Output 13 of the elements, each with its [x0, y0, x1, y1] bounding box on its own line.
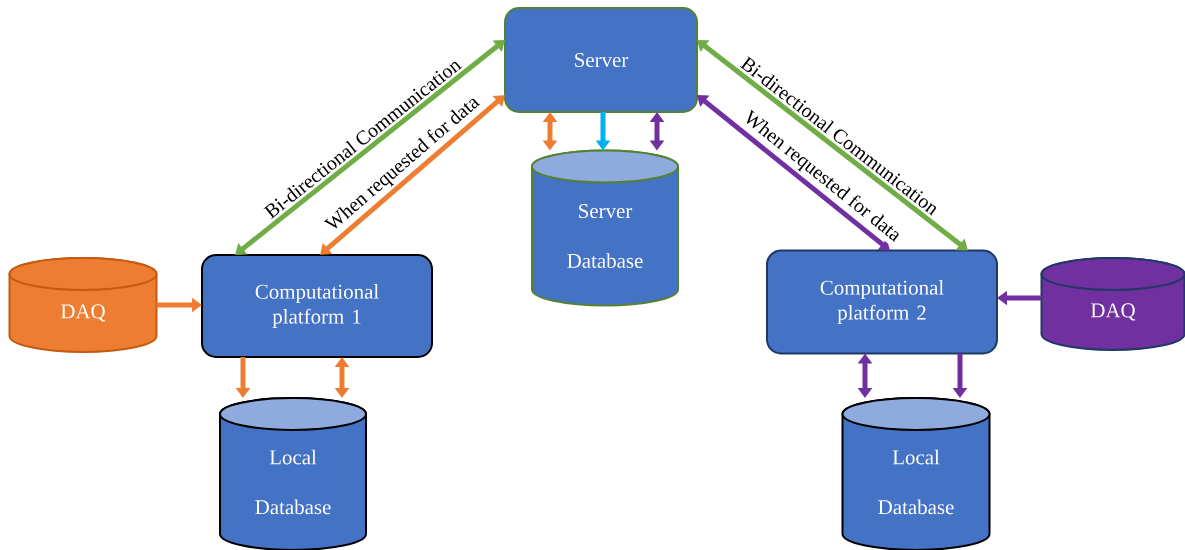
daq-cylinder: DAQ	[1040, 257, 1185, 351]
server-box: Server	[504, 7, 698, 113]
arrow	[334, 357, 350, 398]
platform-box: Computational platform 1	[201, 254, 433, 358]
daq-cylinder: DAQ	[8, 257, 158, 353]
arrow	[320, 95, 505, 255]
arrow	[697, 95, 890, 251]
arrow	[697, 40, 968, 251]
platform-box: Computational platform 2	[766, 249, 998, 355]
database-cylinder: Local Database	[841, 397, 991, 550]
arrow	[235, 40, 505, 255]
database-cylinder: Local Database	[219, 397, 367, 550]
database-cylinder: Server Database	[531, 149, 679, 307]
